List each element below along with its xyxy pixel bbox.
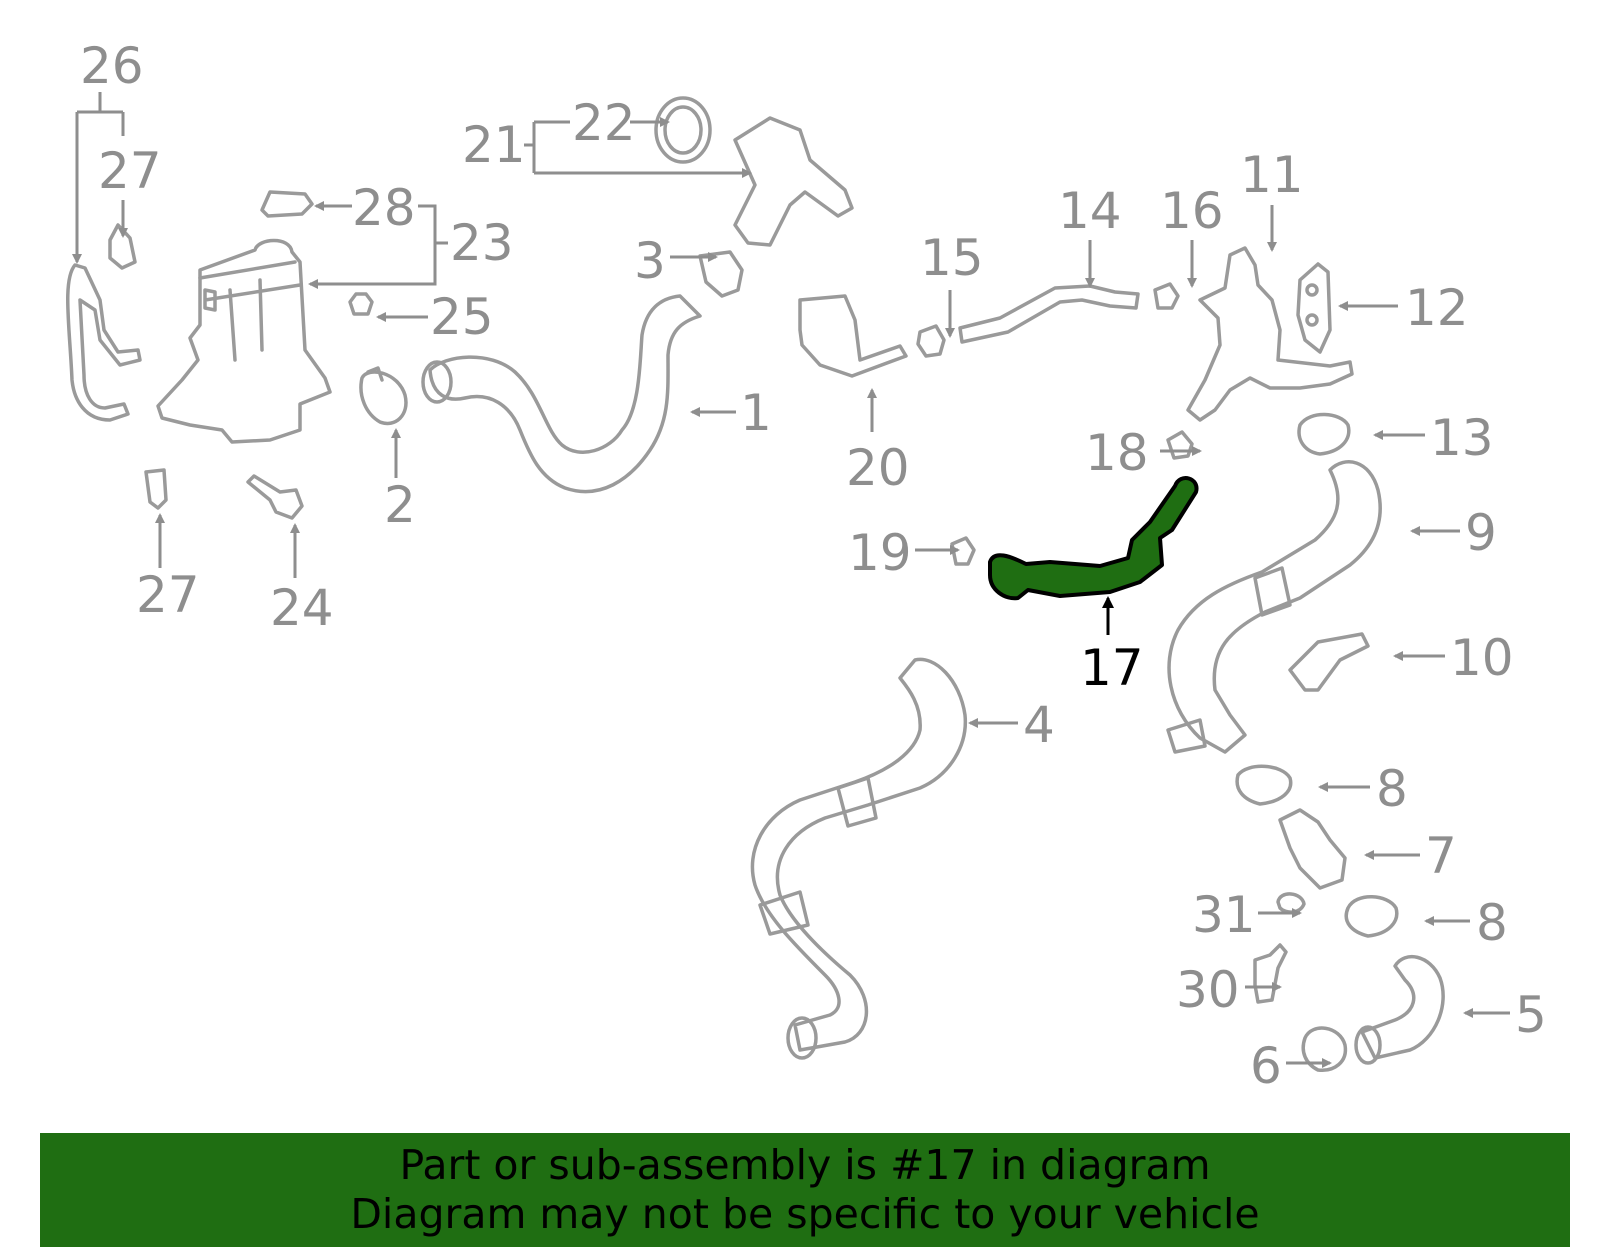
part-20-pipe xyxy=(798,294,908,378)
callout-10: 10 xyxy=(1450,629,1514,687)
callout-15: 16 xyxy=(1160,182,1224,240)
part-8-clamp-upper xyxy=(1235,764,1293,806)
part-14-hose xyxy=(958,284,1140,344)
part-6-clamp xyxy=(1301,1026,1348,1072)
callout-11: 11 xyxy=(1240,146,1304,204)
part-29-bracket xyxy=(260,190,314,218)
callout-18: 18 xyxy=(1085,424,1149,482)
part-1-hose-end xyxy=(421,360,453,404)
callout-12: 12 xyxy=(1405,279,1469,337)
callout-8a: 8 xyxy=(1376,760,1408,818)
callout-31: 31 xyxy=(1192,886,1256,944)
part-8-clamp-lower xyxy=(1344,895,1399,938)
banner-line-part: Part or sub-assembly is #17 in diagram xyxy=(399,1141,1211,1189)
leader-23 xyxy=(308,204,437,289)
callout-13: 13 xyxy=(1430,409,1494,467)
part-13-clamp xyxy=(1297,412,1351,456)
part-9-hose xyxy=(1167,460,1382,754)
part-4-hose-end xyxy=(786,1016,818,1060)
callout-2: 2 xyxy=(384,476,416,534)
callout-23: 23 xyxy=(450,214,514,272)
callout-26: 26 xyxy=(80,37,144,95)
part-12-gasket-hole xyxy=(1305,283,1319,297)
callout-17: 17 xyxy=(1080,639,1144,697)
callout-16: 15 xyxy=(920,229,984,287)
part-15-bleeder xyxy=(1153,282,1180,310)
callout-24: 24 xyxy=(270,579,334,637)
callout-19: 19 xyxy=(848,524,912,582)
part-19-clamp xyxy=(950,536,976,566)
callout-6: 6 xyxy=(1250,1037,1282,1095)
part-4-hose xyxy=(750,657,968,1052)
callout-1: 1 xyxy=(740,384,772,442)
callout-27: 27 xyxy=(98,142,162,200)
part-10-bracket xyxy=(1288,632,1370,692)
callout-9: 9 xyxy=(1465,504,1497,562)
callout-3: 3 xyxy=(634,232,666,290)
callout-22: 22 xyxy=(572,94,636,152)
part-23-reservoir xyxy=(156,238,332,444)
part-5-hose-end xyxy=(1354,1025,1382,1065)
part-4-hose-clamp xyxy=(758,776,878,936)
part-9-hose-clamp xyxy=(1166,566,1292,754)
part-11-housing xyxy=(1186,246,1354,422)
callout-20: 20 xyxy=(846,439,910,497)
part-17-hose-highlighted[interactable] xyxy=(988,476,1199,601)
part-2-clamp xyxy=(359,366,408,426)
callout-14: 14 xyxy=(1058,182,1122,240)
leader-26 xyxy=(77,92,125,262)
part-24-bolt xyxy=(246,474,304,520)
leader-21 xyxy=(524,120,750,173)
part-31-clip xyxy=(1276,892,1306,914)
callout-28: 27 xyxy=(136,566,200,624)
callout-4: 4 xyxy=(1023,696,1055,754)
part-23-reservoir-detail xyxy=(198,260,302,362)
part-1-hose xyxy=(428,294,702,494)
callout-21: 21 xyxy=(462,116,526,174)
part-28-clip xyxy=(144,468,168,510)
callout-5: 5 xyxy=(1515,986,1547,1044)
part-7-connector xyxy=(1278,808,1347,890)
callout-30: 30 xyxy=(1176,961,1240,1019)
banner-line-disclaimer: Diagram may not be specific to your vehi… xyxy=(350,1190,1260,1238)
part-16-clamp xyxy=(916,324,946,358)
part-5-hose xyxy=(1360,955,1445,1060)
callout-29: 28 xyxy=(352,179,416,237)
part-12-gasket xyxy=(1296,262,1332,354)
part-12-gasket-hole-2 xyxy=(1305,313,1319,327)
part-30-sensor xyxy=(1253,943,1288,1004)
part-26-pipe xyxy=(66,263,142,422)
info-banner: Part or sub-assembly is #17 in diagram D… xyxy=(40,1133,1570,1247)
part-3-clamp xyxy=(698,250,744,298)
part-21-housing xyxy=(733,116,854,247)
callout-8b: 8 xyxy=(1476,894,1508,952)
part-18-clamp xyxy=(1166,430,1194,460)
callout-25: 25 xyxy=(430,288,494,346)
part-22-oring xyxy=(654,96,712,164)
part-25-nut xyxy=(348,292,374,316)
callout-7: 7 xyxy=(1425,827,1457,885)
part-22-oring-inner xyxy=(663,105,703,155)
part-27-clip xyxy=(108,223,137,270)
